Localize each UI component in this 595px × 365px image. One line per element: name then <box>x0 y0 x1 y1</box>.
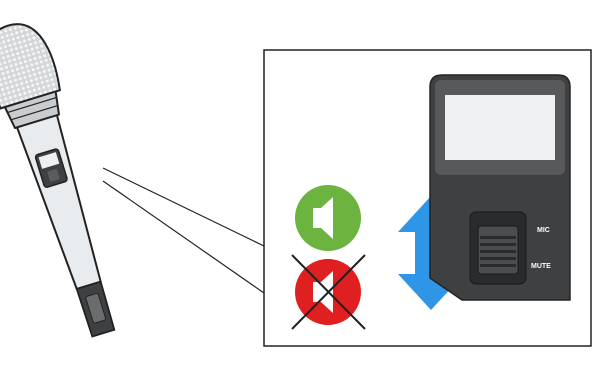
wireless-microphone <box>0 23 116 338</box>
transmitter-closeup: MIC MUTE <box>429 74 571 301</box>
speaker-on-icon <box>295 185 361 251</box>
zoom-callout-lines <box>102 167 265 294</box>
mic-mute-slider-switch[interactable] <box>477 225 519 275</box>
speaker-muted-icon <box>291 254 366 330</box>
mute-position-label: MUTE <box>531 263 551 270</box>
mic-position-label: MIC <box>537 227 550 234</box>
mic-switch-window <box>34 148 68 188</box>
transmitter-display <box>445 95 555 160</box>
